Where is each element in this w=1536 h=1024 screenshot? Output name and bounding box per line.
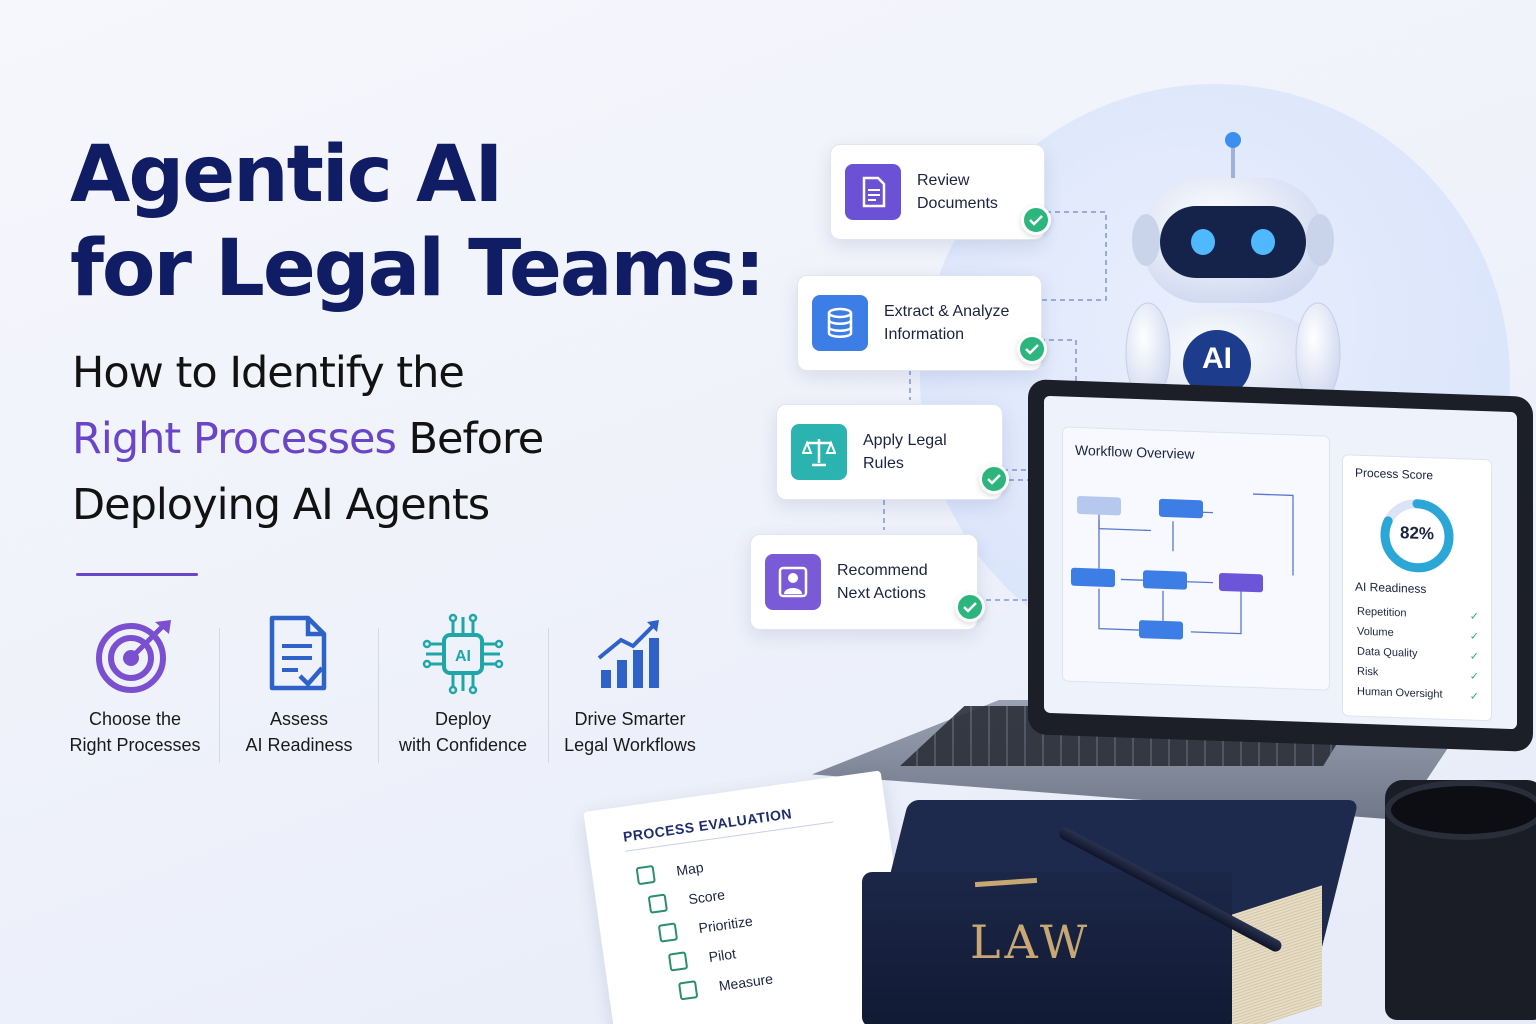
criteria-label: Risk bbox=[1357, 665, 1379, 679]
database-icon bbox=[812, 295, 868, 351]
check-icon bbox=[955, 592, 985, 622]
laptop-display: Workflow Overview Process Score bbox=[1044, 395, 1517, 730]
evaluation-item: Pilot bbox=[667, 944, 737, 972]
feature-separator bbox=[378, 628, 379, 763]
card-label: Apply Legal Rules bbox=[863, 429, 1002, 475]
check-icon bbox=[1021, 205, 1051, 235]
workflow-overview-panel: Workflow Overview bbox=[1062, 426, 1330, 691]
card-extract-analyze: Extract & Analyze Information bbox=[797, 275, 1042, 371]
evaluation-item-label: Measure bbox=[717, 970, 774, 994]
feature-deploy-confidence: AI Deploy with Confidence bbox=[378, 612, 548, 758]
check-icon: ✓ bbox=[1469, 630, 1479, 643]
card-label-line-2: Information bbox=[884, 326, 965, 343]
process-score-panel: Process Score 82% AI Readiness Repetitio… bbox=[1342, 454, 1492, 722]
subheadline-line-3: Deploying AI Agents bbox=[72, 480, 490, 530]
checkbox-icon bbox=[635, 864, 656, 886]
feature-separator bbox=[548, 628, 549, 763]
headline-line-2: for Legal Teams: bbox=[70, 224, 765, 314]
card-label-line-1: Extract & Analyze bbox=[884, 303, 1010, 320]
check-icon: ✓ bbox=[1469, 670, 1479, 683]
feature-label-line-2: with Confidence bbox=[398, 735, 528, 755]
divider bbox=[76, 573, 198, 576]
ai-chip-icon: AI bbox=[378, 612, 548, 696]
check-icon bbox=[979, 464, 1009, 494]
check-icon: ✓ bbox=[1469, 690, 1479, 703]
feature-label-line-2: AI Readiness bbox=[245, 735, 353, 755]
card-label: Review Documents bbox=[917, 169, 1044, 215]
feature-drive-workflows: Drive Smarter Legal Workflows bbox=[545, 612, 715, 758]
svg-text:AI: AI bbox=[455, 648, 471, 665]
feature-separator bbox=[219, 628, 220, 763]
evaluation-item: Map bbox=[635, 858, 705, 886]
feature-choose-processes: Choose the Right Processes bbox=[50, 612, 220, 758]
checkbox-icon bbox=[667, 951, 689, 972]
growth-chart-icon bbox=[545, 612, 715, 696]
subheadline-line-2-rest: Before bbox=[395, 414, 545, 464]
evaluation-item: Prioritize bbox=[657, 912, 754, 943]
feature-label-line-2: Legal Workflows bbox=[564, 735, 696, 755]
card-label-line-1: Apply Legal bbox=[863, 432, 947, 449]
subheadline-line-2: Right Processes Before bbox=[72, 406, 712, 472]
card-label-line-2: Next Actions bbox=[837, 585, 926, 602]
check-icon bbox=[1017, 334, 1047, 364]
document-icon bbox=[845, 164, 901, 220]
workflow-diagram bbox=[1071, 493, 1294, 640]
laptop-screen: Workflow Overview Process Score bbox=[1028, 379, 1533, 752]
criteria-label: Human Oversight bbox=[1357, 685, 1443, 701]
evaluation-item-label: Score bbox=[687, 886, 726, 908]
criteria-label: Repetition bbox=[1357, 605, 1407, 620]
feature-label-line-1: Assess bbox=[269, 709, 329, 729]
evaluation-item-label: Pilot bbox=[707, 945, 737, 966]
card-label: Extract & Analyze Information bbox=[884, 300, 1041, 346]
checkbox-icon bbox=[657, 922, 679, 943]
user-icon bbox=[765, 554, 821, 610]
scales-icon bbox=[791, 424, 847, 480]
law-book-spine bbox=[862, 872, 1232, 1024]
score-value: 82% bbox=[1399, 523, 1435, 544]
coffee-mug-rim bbox=[1385, 780, 1536, 840]
subheadline-line-1: How to Identify the bbox=[72, 348, 465, 398]
target-icon bbox=[50, 612, 220, 696]
card-review-documents: Review Documents bbox=[830, 144, 1045, 240]
feature-label-line-2: Right Processes bbox=[69, 735, 201, 755]
card-recommend-actions: Recommend Next Actions bbox=[750, 534, 978, 630]
score-gauge: 82% bbox=[1377, 494, 1457, 577]
card-apply-rules: Apply Legal Rules bbox=[776, 404, 1003, 500]
subheadline: How to Identify the Right Processes Befo… bbox=[72, 340, 712, 538]
process-score-title: Process Score bbox=[1355, 465, 1434, 483]
card-label-line-1: Recommend bbox=[837, 562, 928, 579]
feature-label-line-1: Drive Smarter bbox=[574, 709, 686, 729]
document-check-icon bbox=[214, 612, 384, 696]
criteria-row: Human Oversight ✓ bbox=[1343, 681, 1491, 706]
card-label: Recommend Next Actions bbox=[837, 559, 977, 605]
criteria-label: Data Quality bbox=[1357, 645, 1418, 660]
checkbox-icon bbox=[647, 893, 668, 914]
robot-badge: AI bbox=[1202, 342, 1232, 375]
check-icon: ✓ bbox=[1469, 650, 1479, 663]
card-label-line-2: Rules bbox=[863, 455, 904, 472]
feature-label-line-1: Choose the bbox=[88, 709, 182, 729]
feature-label-line-1: Deploy bbox=[434, 709, 492, 729]
workflow-title: Workflow Overview bbox=[1075, 441, 1195, 462]
card-label-line-1: Review bbox=[917, 172, 970, 189]
criteria-label: Volume bbox=[1357, 625, 1394, 639]
law-book-label: LAW bbox=[970, 915, 1092, 969]
headline: Agentic AI for Legal Teams: bbox=[70, 128, 790, 316]
feature-assess-readiness: Assess AI Readiness bbox=[214, 612, 384, 758]
evaluation-item: Measure bbox=[678, 969, 774, 1001]
checkbox-icon bbox=[678, 980, 699, 1001]
card-label-line-2: Documents bbox=[917, 195, 998, 212]
evaluation-item: Score bbox=[647, 885, 726, 914]
subheadline-accent: Right Processes bbox=[72, 414, 397, 464]
headline-line-1: Agentic AI bbox=[70, 130, 503, 220]
evaluation-item-label: Prioritize bbox=[697, 912, 754, 937]
evaluation-item-label: Map bbox=[675, 859, 705, 879]
check-icon: ✓ bbox=[1469, 610, 1479, 623]
